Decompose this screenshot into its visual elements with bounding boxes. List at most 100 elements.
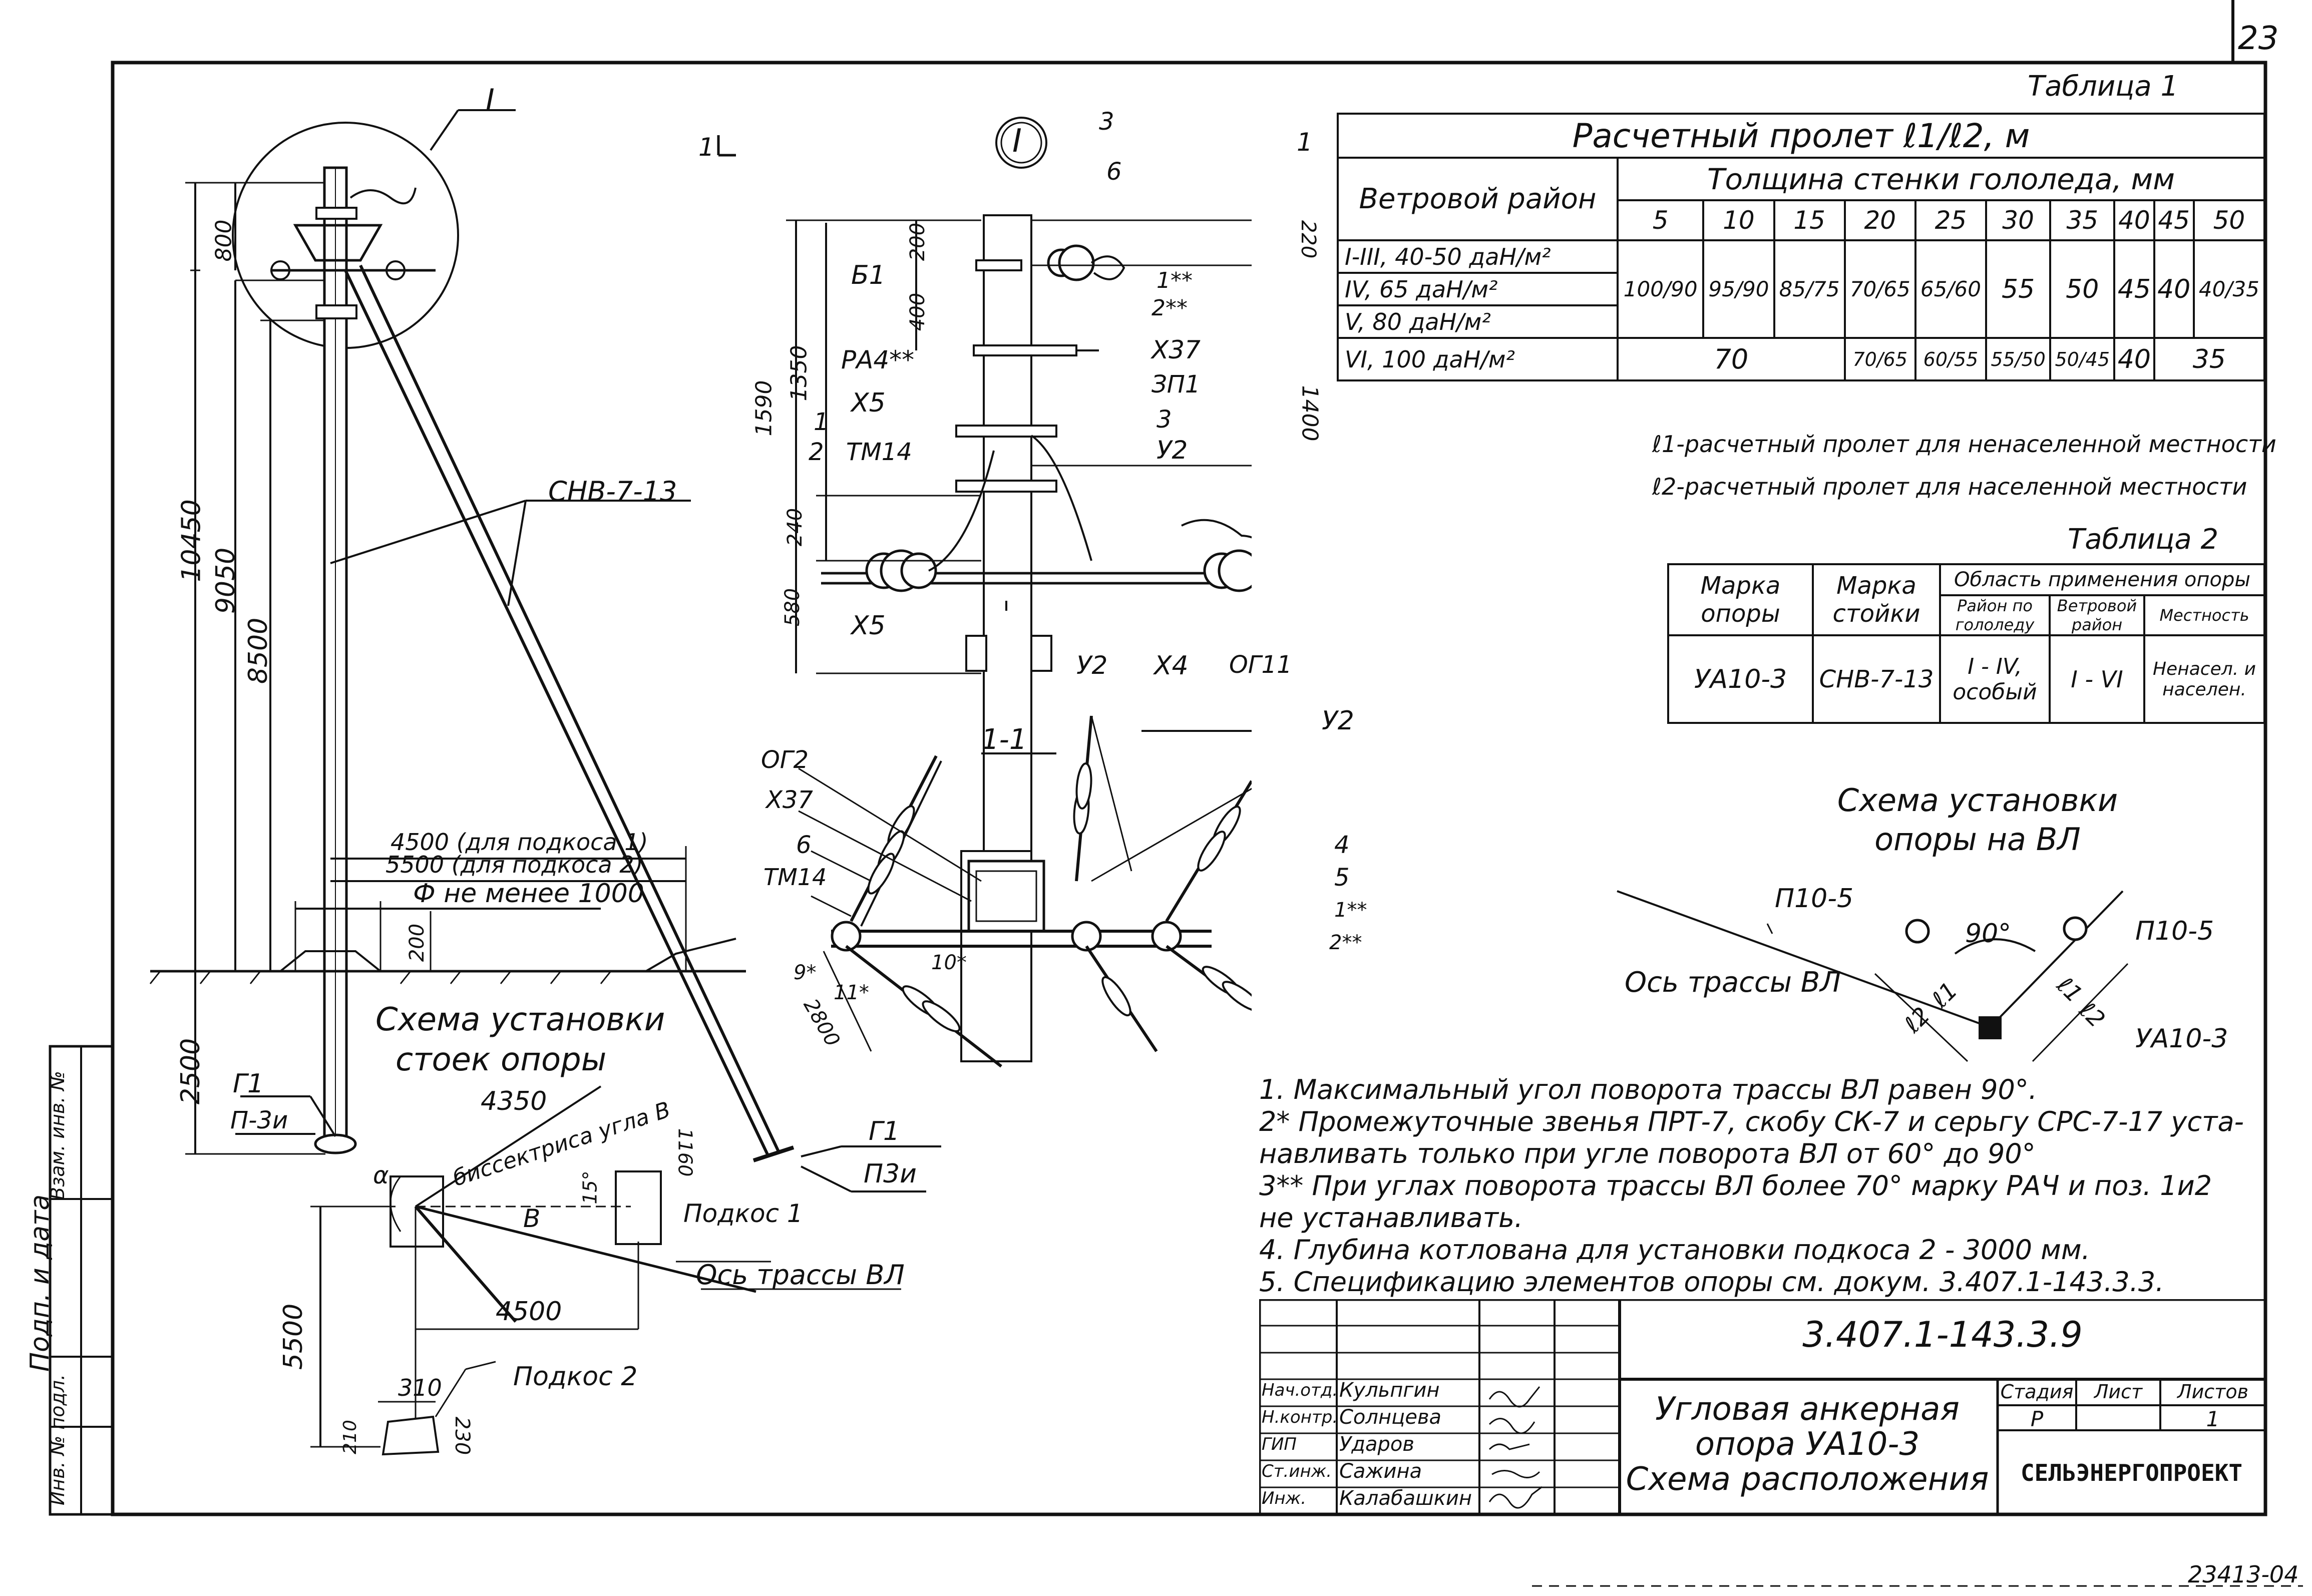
scheme-vl-p-right: П10-5 xyxy=(2135,916,2214,946)
pole-base xyxy=(314,1133,357,1154)
table1-row-label: IV, 65 даН/м² xyxy=(1337,272,1619,306)
section-tm14: ТМ14 xyxy=(763,864,827,891)
table1-cell: 35 xyxy=(2153,337,2266,381)
span-5500: 5500 (для подкоса 2) xyxy=(386,851,643,878)
table1-row-label: I-III, 40-50 даН/м² xyxy=(1337,239,1619,274)
detail-pos-3b: 3 xyxy=(1157,406,1172,434)
signature xyxy=(1491,1470,1540,1478)
detail-dim-400: 400 xyxy=(906,292,930,331)
scheme-dim-15: 15° xyxy=(579,1170,601,1205)
scheme-dim-4500: 4500 xyxy=(496,1297,562,1327)
post-pit-1 xyxy=(390,1175,444,1248)
table1-cell: 55 xyxy=(1985,239,2052,339)
table1-ice-cell: 30 xyxy=(1985,199,2052,241)
vl-support-left xyxy=(1905,919,1930,944)
table2-h-support: Марка опоры xyxy=(1667,563,1814,636)
table1-cell: 70/65 xyxy=(1843,337,1916,381)
dim-8500: 8500 xyxy=(243,617,274,684)
detail-pole xyxy=(983,214,1032,882)
title-role: Ст.инж. xyxy=(1262,1461,1332,1481)
ground-p3i-right: П3и xyxy=(864,1159,917,1189)
table2-wind: I - VI xyxy=(2049,634,2145,724)
scheme-dim-1160: 1160 xyxy=(674,1128,696,1177)
span-4500: 4500 (для подкоса 1) xyxy=(391,829,648,856)
scheme-dim-230: 230 xyxy=(451,1416,474,1455)
table1-ice-cell: 35 xyxy=(2049,199,2116,241)
section-pos-5: 5 xyxy=(1334,864,1350,892)
table1-cell: 100/90 xyxy=(1616,239,1705,339)
table1-cell: 55/50 xyxy=(1985,337,2052,381)
detail-dim-200: 200 xyxy=(906,222,930,261)
table2-ice: I - IV, особый xyxy=(1939,634,2051,724)
scheme-dim-310: 310 xyxy=(398,1374,442,1401)
section-pos-1: 1** xyxy=(1334,899,1367,922)
table1-cell: 70 xyxy=(1617,337,1846,381)
table1-row-label: V, 80 даН/м² xyxy=(1337,304,1619,339)
scheme-posts-title-1: Схема установки xyxy=(375,1001,665,1038)
detail-u2b: У2 xyxy=(1076,651,1108,680)
title-org: СЕЛЬЭНЕРГОПРОЕКТ xyxy=(2020,1459,2243,1486)
detail-dim-220: 220 xyxy=(1297,220,1320,259)
post-pit-strut xyxy=(615,1170,662,1245)
table2: Марка опоры Марка стойки Область примене… xyxy=(1667,563,2265,724)
axis-line xyxy=(414,1206,517,1323)
detail-x5: Х5 xyxy=(851,388,886,418)
table1-cell: 70/65 xyxy=(1843,239,1916,339)
note-line: не устанавливать. xyxy=(1259,1202,1523,1234)
table2-caption: Таблица 2 xyxy=(2068,523,2219,556)
title-block-name: Угловая анкерная опора УА10-3 Схема расп… xyxy=(1622,1392,1993,1497)
scheme-vl xyxy=(1617,890,2129,1062)
table1-ice-cell: 40 xyxy=(2113,199,2155,241)
note-line: 2* Промежуточные звенья ПРТ-7, скобу СК-… xyxy=(1259,1106,2244,1137)
title-role: Н.контр. xyxy=(1262,1407,1338,1427)
title-name-1: Угловая анкерная xyxy=(1655,1391,1960,1428)
vl-anchor-support xyxy=(1979,1016,2002,1039)
section-pos-11: 11* xyxy=(834,981,869,1004)
title-block-grid xyxy=(1259,1299,2265,1514)
diameter-label: Ф не менее 1000 xyxy=(413,879,644,909)
scheme-vl-axis: Ось трассы ВЛ xyxy=(1625,966,1841,999)
ground-g1-left: Г1 xyxy=(233,1069,264,1099)
detail-dim-1350: 1350 xyxy=(786,345,812,402)
detail-pos-1: 1 xyxy=(814,408,829,436)
title-names: Кульпгин Солнцева Ударов Сажина Калабашк… xyxy=(1339,1377,1479,1512)
elevation-view xyxy=(149,109,1252,1456)
table1-ice-cell: 25 xyxy=(1914,199,1988,241)
title-stage: Р xyxy=(2030,1407,2044,1431)
strut2-shape xyxy=(381,1415,440,1456)
node-mark-label: I xyxy=(486,83,495,118)
note-line: 3** При углах поворота трассы ВЛ более 7… xyxy=(1259,1170,2212,1202)
detail-dim-1590: 1590 xyxy=(751,380,777,437)
detail-tm14: ТМ14 xyxy=(846,438,912,466)
scheme-dim-210: 210 xyxy=(339,1420,360,1454)
strut-line xyxy=(344,269,770,1157)
detail-zp1: ЗП1 xyxy=(1151,370,1201,398)
detail-x5b: Х5 xyxy=(851,611,886,641)
table1-caption: Таблица 1 xyxy=(2028,70,2179,103)
table1-ice-cell: 10 xyxy=(1702,199,1775,241)
title-name-2: опора УА10-3 xyxy=(1695,1426,1920,1463)
table1-header-wind: Ветровой район xyxy=(1337,157,1619,241)
title-sheets-header: Листов xyxy=(2177,1381,2248,1403)
vl-axis-line xyxy=(1989,890,2124,1028)
table1-cell: 95/90 xyxy=(1702,239,1775,339)
table1-cell: 40 xyxy=(2153,239,2195,339)
detail-u2: У2 xyxy=(1157,436,1188,465)
table1-ice-row: 5 10 15 20 25 30 35 40 45 50 xyxy=(1338,199,2266,241)
detail-mark-circle xyxy=(995,117,1047,169)
detail-cut-left: 1 xyxy=(698,133,714,162)
scheme-vl-p-left: П10-5 xyxy=(1775,884,1854,914)
section-og2: ОГ2 xyxy=(761,746,809,774)
section-pos-9: 9* xyxy=(794,961,817,984)
dim-800: 800 xyxy=(211,219,237,262)
table1-cell: 50/45 xyxy=(2049,337,2116,381)
section-u2: У2 xyxy=(1322,706,1354,736)
detail-b1: Б1 xyxy=(851,260,886,290)
table2-h-terrain: Местность xyxy=(2143,594,2265,636)
title-name-3: Схема расположения xyxy=(1626,1461,1989,1498)
table2-h-wind: Ветровой район xyxy=(2049,594,2145,636)
title-role: Нач.отд. xyxy=(1262,1380,1338,1400)
sheet-number: 23 xyxy=(2238,20,2279,57)
vl-axis-line xyxy=(1617,890,1991,1028)
scheme-vl-angle: 90° xyxy=(1965,919,2012,949)
